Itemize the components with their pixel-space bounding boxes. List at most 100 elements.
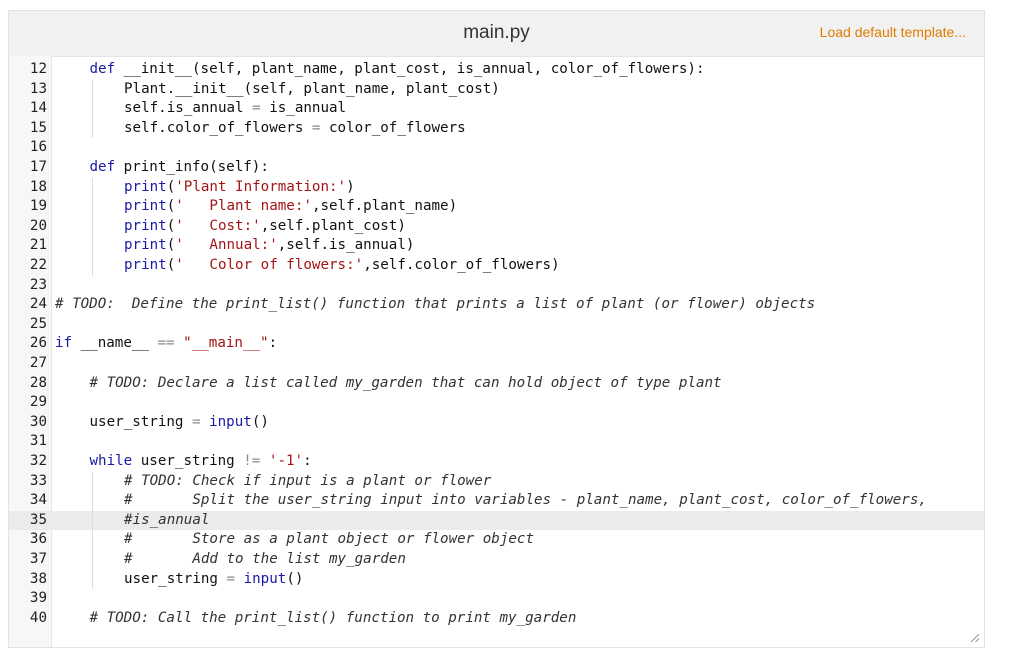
line-number: 40 <box>29 609 47 626</box>
line-number: 27 <box>29 355 47 371</box>
code-line[interactable]: 22 print(' Color of flowers:',self.color_… <box>9 256 984 276</box>
indent-guide <box>91 177 93 198</box>
code-line[interactable]: 14 self.is_annual = is_annual <box>9 99 984 119</box>
code-line[interactable]: 20 print(' Cost:',self.plant_cost) <box>9 216 984 237</box>
indent-guide <box>91 471 93 492</box>
indent-guide <box>91 510 93 531</box>
line-number: 32 <box>29 453 47 469</box>
indent-guide <box>91 569 93 590</box>
resize-handle-icon[interactable] <box>971 634 979 642</box>
line-code: print(' Plant name:',self.plant_name) <box>124 198 458 215</box>
code-line[interactable]: 28 # TODO: Declare a list called my_garde… <box>9 374 984 394</box>
line-number: 38 <box>29 570 47 587</box>
file-title: main.py <box>463 22 530 43</box>
code-line[interactable]: 29 <box>9 393 984 413</box>
indent-guide <box>91 491 93 511</box>
load-default-template-link[interactable]: Load default template... <box>819 24 966 40</box>
line-number: 39 <box>29 590 47 607</box>
line-number: 16 <box>29 139 47 156</box>
code-line[interactable]: 36 # Store as a plant object or flower ob… <box>9 530 984 550</box>
code-line[interactable]: 21 print(' Annual:',self.is_annual) <box>9 236 984 256</box>
line-number: 25 <box>29 315 47 332</box>
indent-guide <box>91 197 93 217</box>
line-number: 34 <box>29 492 47 509</box>
line-number: 22 <box>29 257 47 273</box>
code-line[interactable]: 30 user_string = input() <box>9 413 984 433</box>
code-area[interactable]: 12 def __init__(self, plant_name, plant_c… <box>9 56 984 647</box>
code-line[interactable]: 16 <box>9 138 984 158</box>
code-line[interactable]: 38 user_string = input() <box>9 569 984 590</box>
line-number: 28 <box>29 374 47 391</box>
line-code: # Add to the list my_garden <box>124 551 406 567</box>
line-code: # Store as a plant object or flower obje… <box>124 531 534 548</box>
line-number: 26 <box>29 335 47 352</box>
line-code: if __name__ == "__main__": <box>55 335 278 352</box>
line-code: while user_string != '-1': <box>89 453 312 469</box>
line-code: self.color_of_flowers = color_of_flowers <box>124 119 466 136</box>
line-code: def __init__(self, plant_name, plant_cos… <box>89 61 705 77</box>
code-line[interactable]: 12 def __init__(self, plant_name, plant_c… <box>9 60 984 80</box>
line-code: # TODO: Check if input is a plant or flo… <box>124 472 492 489</box>
code-line[interactable]: 23 <box>9 276 984 296</box>
line-number: 33 <box>29 472 47 489</box>
line-code: # Split the user_string input into varia… <box>124 492 927 509</box>
indent-guide <box>91 99 93 119</box>
line-number: 24 <box>29 296 47 313</box>
line-code: # TODO: Call the print_list() function t… <box>89 609 577 626</box>
line-number: 15 <box>29 119 47 136</box>
editor-header: main.py Load default template... <box>9 11 984 57</box>
line-number: 23 <box>29 276 47 293</box>
line-number: 12 <box>29 61 47 77</box>
line-code: print('Plant Information:') <box>124 178 355 195</box>
line-code: user_string = input() <box>89 413 269 430</box>
indent-guide <box>91 256 93 276</box>
code-line[interactable]: 34 # Split the user_string input into var… <box>9 491 984 511</box>
code-line[interactable]: 24 # TODO: Define the print_list() functi… <box>9 295 984 315</box>
line-number: 30 <box>29 413 47 430</box>
code-line[interactable]: 25 <box>9 315 984 335</box>
line-number: 21 <box>29 237 47 254</box>
indent-guide <box>91 550 93 570</box>
line-code: # TODO: Declare a list called my_garden … <box>89 374 722 391</box>
line-number: 36 <box>29 531 47 548</box>
code-line[interactable]: 18 print('Plant Information:') <box>9 177 984 198</box>
code-line[interactable]: 15 self.color_of_flowers = color_of_flowe… <box>9 118 984 139</box>
line-code: self.is_annual = is_annual <box>124 100 347 117</box>
indent-guide <box>91 236 93 256</box>
code-line[interactable]: 39 <box>9 589 984 609</box>
line-number: 35 <box>29 511 47 528</box>
line-number: 29 <box>29 394 47 411</box>
code-line[interactable]: 31 <box>9 432 984 452</box>
line-number: 17 <box>29 159 47 175</box>
indent-guide <box>91 530 93 550</box>
code-line[interactable]: 37 # Add to the list my_garden <box>9 550 984 570</box>
code-line[interactable]: 35 #is_annual <box>9 510 984 531</box>
code-line[interactable]: 32 while user_string != '-1': <box>9 452 984 472</box>
line-number: 18 <box>29 178 47 195</box>
line-code: user_string = input() <box>124 570 304 587</box>
line-code: print(' Cost:',self.plant_cost) <box>124 217 406 234</box>
indent-guide <box>91 118 93 139</box>
indent-guide <box>91 216 93 237</box>
code-line[interactable]: 27 <box>9 354 984 374</box>
line-code: print(' Color of flowers:',self.color_of… <box>124 257 560 273</box>
line-number: 13 <box>29 80 47 97</box>
line-code: def print_info(self): <box>89 159 269 175</box>
code-line[interactable]: 19 print(' Plant name:',self.plant_name) <box>9 197 984 217</box>
indent-guide <box>91 79 93 100</box>
line-number: 14 <box>29 100 47 117</box>
code-line[interactable]: 13 Plant.__init__(self, plant_name, plant… <box>9 79 984 100</box>
line-code: # TODO: Define the print_list() function… <box>55 296 816 313</box>
line-code: Plant.__init__(self, plant_name, plant_c… <box>124 80 500 97</box>
line-code: print(' Annual:',self.is_annual) <box>124 237 415 254</box>
line-number: 20 <box>29 217 47 234</box>
code-line[interactable]: 17 def print_info(self): <box>9 158 984 178</box>
code-line[interactable]: 33 # TODO: Check if input is a plant or f… <box>9 471 984 492</box>
line-code: #is_annual <box>124 511 210 528</box>
line-number: 31 <box>29 433 47 450</box>
line-number: 37 <box>29 551 47 567</box>
line-number: 19 <box>29 198 47 215</box>
code-line[interactable]: 40 # TODO: Call the print_list() function… <box>9 609 984 629</box>
line-number-gutter <box>9 56 52 647</box>
code-line[interactable]: 26 if __name__ == "__main__": <box>9 334 984 354</box>
